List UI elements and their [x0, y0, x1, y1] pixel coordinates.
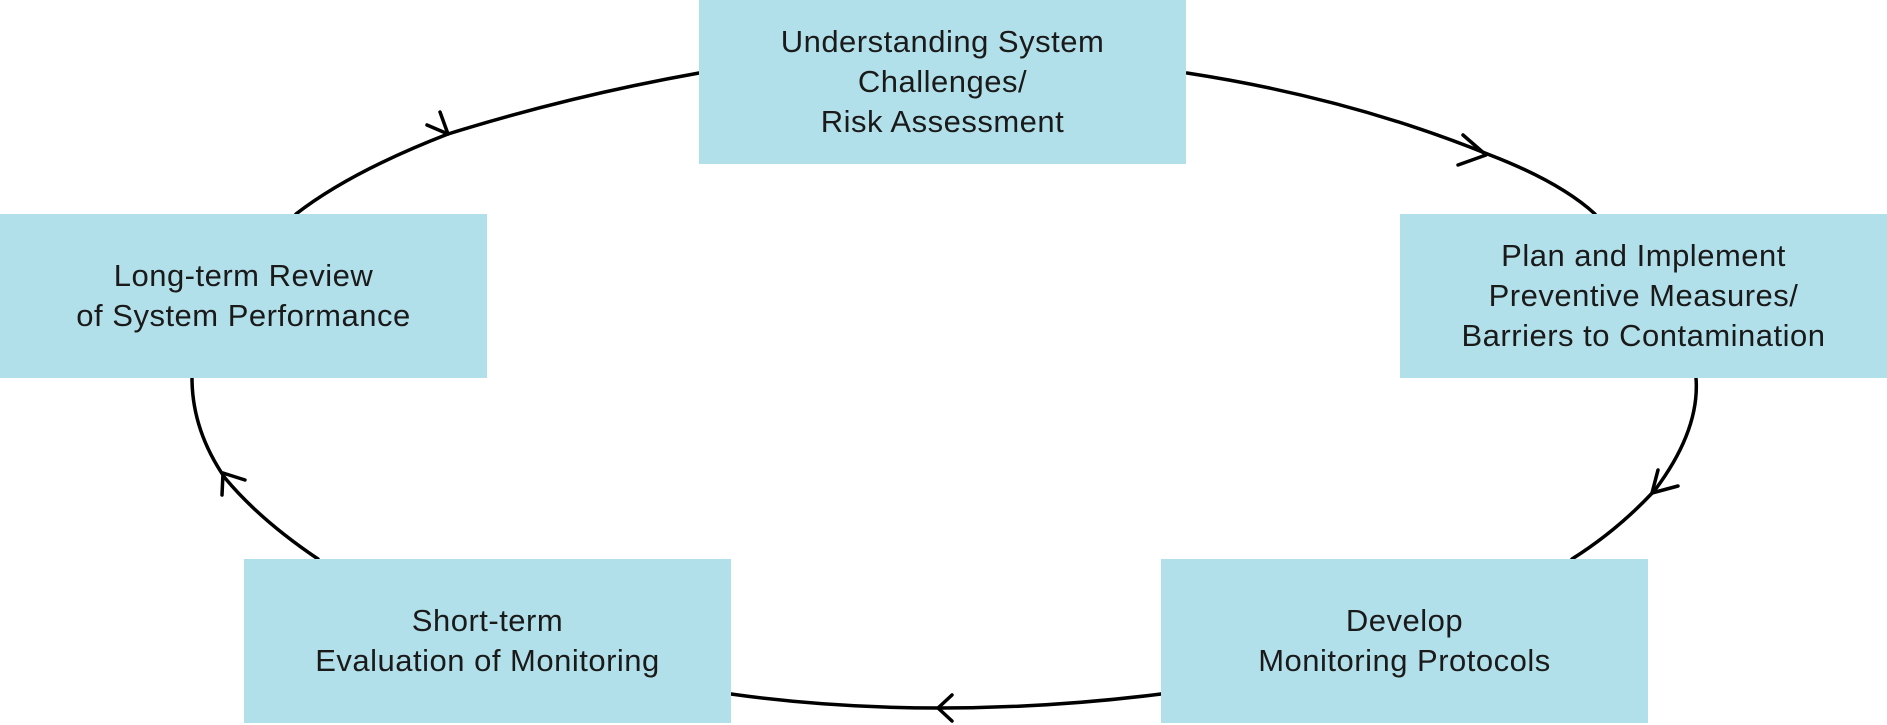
connector-long-to-understanding	[294, 71, 701, 216]
step-long-label: Long-term Review of System Performance	[76, 256, 410, 336]
step-develop-box: Develop Monitoring Protocols	[1161, 559, 1648, 723]
step-line: Barriers to Contamination	[1461, 318, 1826, 353]
step-plan-box: Plan and Implement Preventive Measures/ …	[1400, 214, 1887, 378]
step-understanding-label: Understanding System Challenges/ Risk As…	[781, 22, 1105, 142]
step-line: Plan and Implement	[1501, 238, 1786, 273]
connector-short-to-long	[190, 376, 320, 561]
connector-understanding-to-plan	[1185, 71, 1597, 216]
arrowhead-short-to-long	[220, 471, 247, 497]
step-line: Preventive Measures/	[1488, 278, 1799, 313]
connector-plan-to-develop	[1570, 376, 1699, 561]
step-develop-label: Develop Monitoring Protocols	[1258, 601, 1551, 681]
step-long-box: Long-term Review of System Performance	[0, 214, 487, 378]
arrowhead-long-to-understanding	[425, 110, 450, 136]
step-plan-label: Plan and Implement Preventive Measures/ …	[1462, 236, 1826, 356]
step-short-box: Short-term Evaluation of Monitoring	[244, 559, 731, 723]
step-line: Challenges/	[857, 64, 1028, 99]
step-line: Understanding System	[780, 24, 1105, 59]
step-line: Risk Assessment	[820, 104, 1065, 139]
step-short-label: Short-term Evaluation of Monitoring	[315, 601, 660, 681]
step-line: Short-term	[411, 603, 564, 638]
step-line: Monitoring Protocols	[1258, 643, 1551, 678]
step-line: Evaluation of Monitoring	[315, 643, 660, 678]
step-line: Develop	[1345, 603, 1464, 638]
arrowhead-understanding-to-plan	[1456, 133, 1488, 167]
step-line: Long-term Review	[113, 258, 374, 293]
arrowhead-develop-to-short	[936, 693, 954, 723]
arrowhead-plan-to-develop	[1650, 468, 1680, 495]
step-understanding-box: Understanding System Challenges/ Risk As…	[699, 0, 1186, 164]
step-line: of System Performance	[76, 298, 411, 333]
